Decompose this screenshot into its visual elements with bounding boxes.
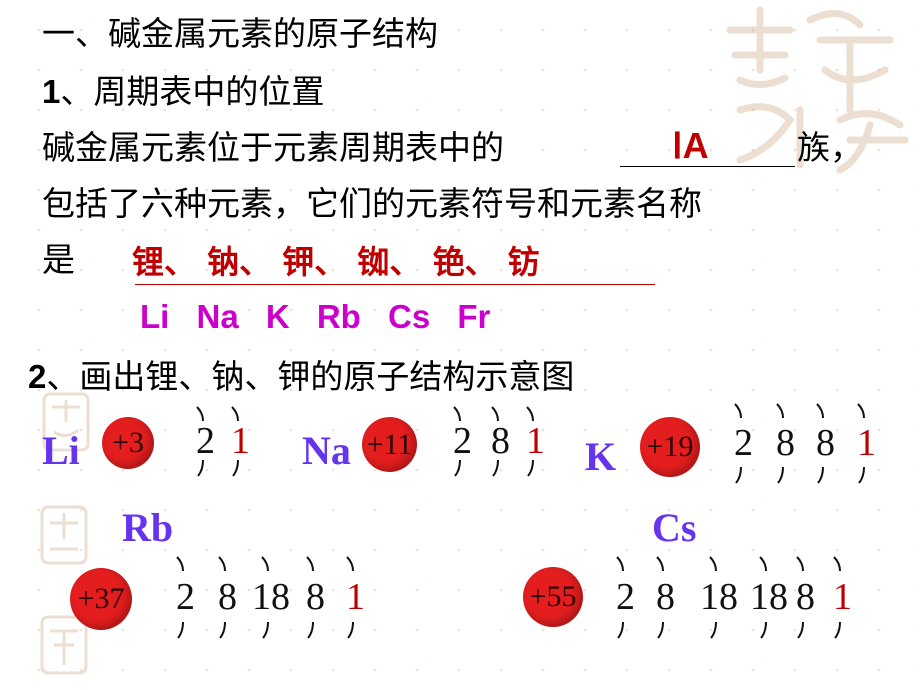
para-line2: 包括了六种元素，它们的元素符号和元素名称 bbox=[42, 184, 702, 223]
nucleus-charge: +37 bbox=[77, 582, 125, 615]
atom-symbol-k: K bbox=[585, 434, 617, 479]
electron-count: 2 bbox=[196, 419, 215, 462]
shell-arc bbox=[816, 403, 824, 484]
nucleus-li: +3 bbox=[102, 417, 154, 469]
blank-answer: ⅠA bbox=[672, 125, 709, 166]
element-symbols-answer: Li Na K Rb Cs Fr bbox=[140, 298, 491, 335]
seal-watermark-small bbox=[42, 392, 90, 452]
nucleus-k: +19 bbox=[640, 417, 700, 477]
shell-arc bbox=[491, 406, 499, 477]
electron-count: 1 bbox=[857, 421, 876, 464]
section2-heading: 2、画出锂、钠、钾的原子结构示意图 bbox=[28, 360, 574, 393]
seal-watermark-small bbox=[40, 505, 88, 565]
seal-watermark bbox=[726, 6, 909, 174]
shell-arc bbox=[734, 403, 742, 484]
para-line3: 是 bbox=[42, 240, 75, 279]
shell-arc bbox=[709, 556, 717, 639]
electron-count: 2 bbox=[734, 421, 753, 464]
shell-arc bbox=[218, 556, 226, 639]
shell-arc bbox=[526, 406, 534, 477]
names-underline bbox=[135, 284, 655, 285]
nucleus-na: +11 bbox=[362, 417, 417, 472]
answer-blank bbox=[620, 128, 795, 167]
nucleus-charge: +19 bbox=[646, 430, 694, 463]
nucleus-charge: +55 bbox=[529, 580, 577, 613]
nucleus-cs: +55 bbox=[523, 567, 583, 627]
electron-count: 2 bbox=[616, 575, 635, 618]
electron-count: 18 bbox=[252, 575, 290, 618]
shell-arc bbox=[261, 556, 269, 639]
nucleus-rb: +37 bbox=[70, 568, 132, 630]
seal-watermark-small bbox=[40, 615, 88, 675]
electron-count: 8 bbox=[491, 419, 510, 462]
electron-count: 18 bbox=[750, 575, 788, 618]
shell-arc bbox=[833, 556, 841, 639]
nucleus-charge: +11 bbox=[366, 427, 413, 461]
section1-heading: 1、周期表中的位置 bbox=[42, 75, 324, 108]
section2-number: 2 bbox=[28, 358, 47, 395]
shell-arc bbox=[306, 556, 314, 639]
nucleus-charge: +3 bbox=[112, 426, 144, 459]
electron-count: 1 bbox=[833, 575, 852, 618]
electron-count: 1 bbox=[231, 419, 250, 462]
para-line1-before: 碱金属元素位于元素周期表中的 bbox=[42, 128, 504, 167]
shell-arc bbox=[176, 556, 184, 639]
page-heading: 一、碱金属元素的原子结构 bbox=[42, 14, 438, 53]
shell-arc bbox=[346, 556, 354, 639]
shell-arc bbox=[759, 556, 767, 639]
shell-arc bbox=[656, 556, 664, 639]
shell-arc bbox=[196, 406, 204, 477]
shell-arc bbox=[231, 406, 239, 477]
electron-count: 1 bbox=[526, 419, 545, 462]
shell-arc bbox=[453, 406, 461, 477]
electron-count: 2 bbox=[176, 575, 195, 618]
atom-symbol-rb: Rb bbox=[122, 505, 174, 550]
atom-symbol-li: Li bbox=[42, 428, 80, 473]
electron-count: 8 bbox=[306, 575, 325, 618]
section2-title: 、画出锂、钠、钾的原子结构示意图 bbox=[46, 357, 575, 396]
electron-count: 8 bbox=[816, 421, 835, 464]
electron-count: 1 bbox=[346, 575, 365, 618]
section1-number: 1 bbox=[42, 73, 61, 110]
para-line1-after: 族， bbox=[797, 128, 863, 167]
element-names-answer: 锂、 钠、 钾、 铷、 铯、 钫 bbox=[132, 243, 540, 281]
shell-arc bbox=[857, 403, 865, 484]
electron-count: 18 bbox=[700, 575, 738, 618]
shell-arc bbox=[616, 556, 624, 639]
atom-symbol-na: Na bbox=[302, 428, 351, 473]
electron-count: 8 bbox=[796, 575, 815, 618]
section1-title: 、周期表中的位置 bbox=[60, 72, 325, 111]
shell-arc bbox=[796, 556, 804, 639]
electron-count: 8 bbox=[776, 421, 795, 464]
shell-arc bbox=[776, 403, 784, 484]
electron-count: 2 bbox=[453, 419, 472, 462]
electron-count: 8 bbox=[656, 575, 675, 618]
electron-count: 8 bbox=[218, 575, 237, 618]
atom-symbol-cs: Cs bbox=[652, 505, 697, 550]
